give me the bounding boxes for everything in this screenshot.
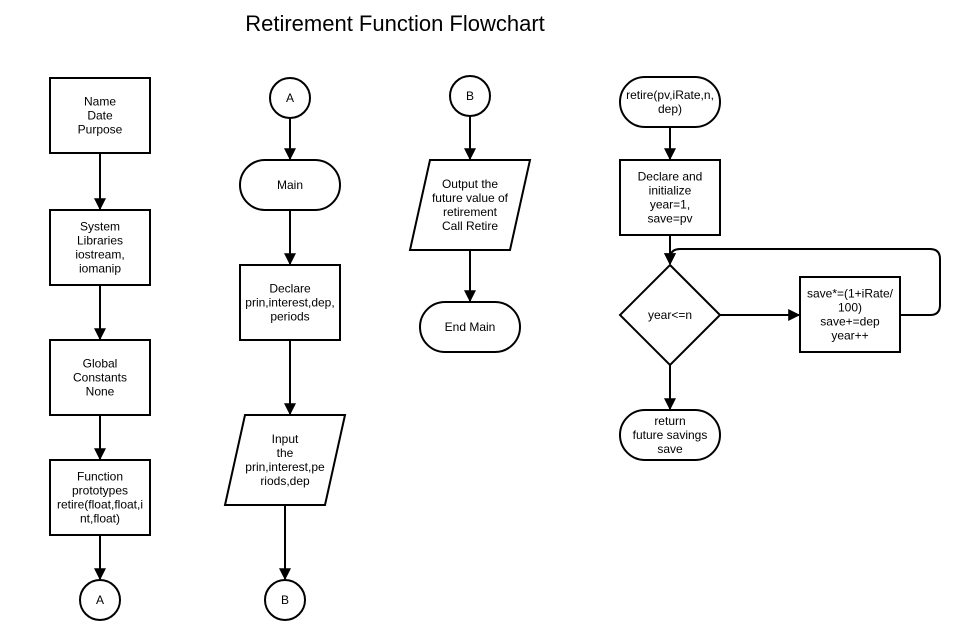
node-label-line: None [86, 385, 115, 399]
node-label-line: prototypes [72, 484, 128, 498]
node-label-line: return [654, 414, 685, 428]
node-label-line: Main [277, 178, 303, 192]
node-retire-start: retire(pv,iRate,n,dep) [619, 76, 721, 128]
node-label-line: Input [272, 432, 299, 446]
connector-label: A [96, 593, 104, 607]
node-label-line: Output the [442, 177, 498, 191]
node-label-line: iomanip [79, 262, 121, 276]
node-label-line: periods [270, 310, 309, 324]
node-label-line: iostream, [75, 248, 124, 262]
node-label-line: Date [87, 109, 113, 123]
connector-b-entry: B [449, 75, 491, 117]
node-label-line: 100) [838, 301, 862, 315]
node-label: End Main [445, 320, 496, 334]
node-label-line: save+=dep [820, 315, 880, 329]
node-label-line: retire(pv,iRate,n, [626, 88, 714, 102]
node-label-line: future savings [633, 428, 708, 442]
node-end-main: End Main [419, 301, 521, 353]
node-label-line: retirement [443, 205, 498, 219]
node-label-line: System [80, 220, 120, 234]
connector-a-entry: A [269, 77, 311, 119]
node-label-line: Declare and [638, 170, 703, 184]
connector-a-exit: A [79, 579, 121, 621]
node-label-line: save [657, 442, 683, 456]
node-label-line: Global [83, 357, 118, 371]
node-label-line: Name [84, 95, 116, 109]
connector-label: B [466, 89, 474, 103]
node-label-line: year=1, [650, 198, 690, 212]
edge-loop-back-to-condition [664, 248, 941, 316]
node-label-line: prin,interest,dep, [245, 296, 334, 310]
node-label: retire(pv,iRate,n,dep) [626, 88, 714, 116]
node-main-start: Main [239, 159, 341, 211]
node-label-line: riods,dep [260, 474, 310, 488]
node-label-line: Function [77, 470, 123, 484]
node-label-line: dep) [658, 102, 682, 116]
diagram-title: Retirement Function Flowchart [245, 11, 545, 36]
node-label-line: B [281, 593, 289, 607]
node-label-line: Purpose [78, 123, 123, 137]
node-label-line: save*=(1+iRate/ [807, 287, 894, 301]
node-label-line: year<=n [648, 308, 692, 322]
node-label-line: year++ [831, 329, 868, 343]
node-label-line: prin,interest,pe [245, 460, 325, 474]
node-label: Main [277, 178, 303, 192]
node-label-line: Constants [73, 371, 127, 385]
node-label: year<=n [648, 308, 692, 322]
node-label-line: A [286, 91, 294, 105]
node-label-line: retire(float,float,i [57, 498, 143, 512]
node-year-condition: year<=n [618, 263, 722, 367]
node-label-line: initialize [649, 184, 692, 198]
node-label-line: Call Retire [442, 219, 498, 233]
node-label-line: A [96, 593, 104, 607]
node-label-line: Libraries [77, 234, 123, 248]
node-label-line: the [277, 446, 294, 460]
node-label-line: nt,float) [80, 512, 120, 526]
node-label-line: End Main [445, 320, 496, 334]
node-label-line: B [466, 89, 474, 103]
connector-label: B [281, 593, 289, 607]
node-label-line: future value of [432, 191, 509, 205]
node-label-line: Declare [269, 282, 311, 296]
connector-label: A [286, 91, 294, 105]
connector-b-exit: B [264, 579, 306, 621]
node-label-line: save=pv [647, 212, 692, 226]
